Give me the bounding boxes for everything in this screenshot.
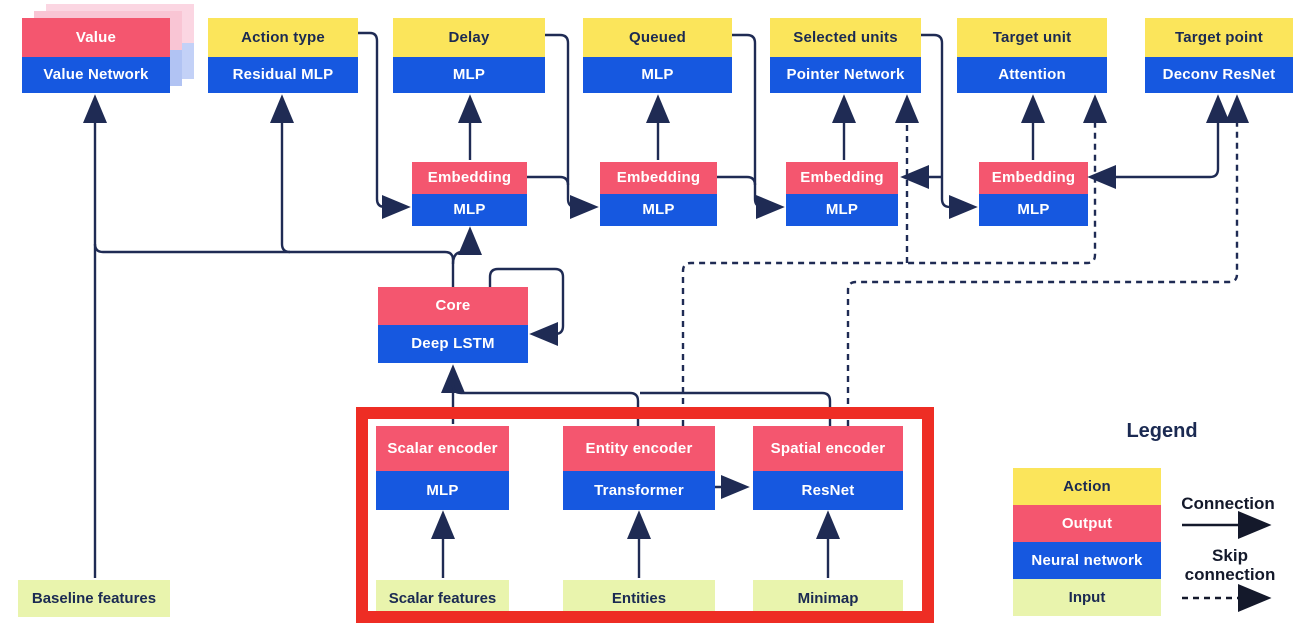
wire-core-output-bus (93, 243, 455, 287)
value-output-label: Value (22, 18, 170, 57)
input-entities: Entities (563, 580, 715, 617)
node-target-point: Target point Deconv ResNet (1145, 18, 1293, 93)
input-minimap: Minimap (753, 580, 903, 617)
queued-network-label: MLP (583, 57, 732, 93)
node-spatial-encoder: Spatial encoder ResNet (753, 426, 903, 510)
embedding-1-label: Embedding (412, 162, 527, 194)
spatial-encoder-network-label: ResNet (753, 471, 903, 510)
entity-encoder-network-label: Transformer (563, 471, 715, 510)
legend-title: Legend (1126, 420, 1198, 442)
node-core: Core Deep LSTM (378, 287, 528, 363)
node-selected-units: Selected units Pointer Network (770, 18, 921, 93)
node-embedding-3: Embedding MLP (786, 162, 898, 226)
node-embedding-1: Embedding MLP (412, 162, 527, 226)
core-label: Core (378, 287, 528, 325)
target-unit-label: Target unit (957, 18, 1107, 57)
spatial-encoder-label: Spatial encoder (753, 426, 903, 471)
embedding-4-label: Embedding (979, 162, 1088, 194)
embedding-3-network-label: MLP (786, 194, 898, 226)
entity-encoder-label: Entity encoder (563, 426, 715, 471)
skip-entity-to-attention (681, 94, 1107, 426)
node-target-unit: Target unit Attention (957, 18, 1107, 93)
node-delay: Delay MLP (393, 18, 545, 93)
action-type-network-label: Residual MLP (208, 57, 358, 93)
value-network-label: Value Network (22, 57, 170, 93)
node-embedding-2: Embedding MLP (600, 162, 717, 226)
delay-label: Delay (393, 18, 545, 57)
legend-action-swatch: Action (1013, 468, 1161, 505)
wire-embedding-2-output-join (717, 175, 757, 186)
core-network-label: Deep LSTM (378, 325, 528, 363)
node-value: Value Value Network (22, 18, 170, 93)
scalar-encoder-network-label: MLP (376, 471, 509, 510)
wire-entity-encoder-bus (451, 384, 640, 426)
scalar-encoder-label: Scalar encoder (376, 426, 509, 471)
skip-connections (681, 94, 1249, 426)
wire-embedding-1-output-join (527, 175, 570, 186)
wire-embedding-4-deconv-resnet (1087, 94, 1230, 189)
queued-label: Queued (583, 18, 732, 57)
embedding-4-network-label: MLP (979, 194, 1088, 226)
skip-spatial-to-deconv-resnet (846, 94, 1249, 426)
target-point-network-label: Deconv ResNet (1145, 57, 1293, 93)
legend-neural-network-swatch: Neural network (1013, 542, 1161, 579)
node-scalar-encoder: Scalar encoder MLP (376, 426, 509, 510)
action-type-label: Action type (208, 18, 358, 57)
target-point-label: Target point (1145, 18, 1293, 57)
target-unit-network-label: Attention (957, 57, 1107, 93)
legend-input-swatch: Input (1013, 579, 1161, 616)
wire-bus-to-residual-mlp (270, 94, 294, 254)
embedding-3-label: Embedding (786, 162, 898, 194)
input-scalar-features: Scalar features (376, 580, 509, 617)
input-baseline-features: Baseline features (18, 580, 170, 617)
legend-skip-connection-label: Skip connection (1184, 546, 1276, 584)
embedding-1-network-label: MLP (412, 194, 527, 226)
node-queued: Queued MLP (583, 18, 732, 93)
wire-spatial-encoder-bus (640, 391, 832, 426)
selected-units-label: Selected units (770, 18, 921, 57)
legend-connection-label: Connection (1181, 494, 1275, 513)
wire-bus-to-embedding-1 (451, 226, 482, 265)
node-action-type: Action type Residual MLP (208, 18, 358, 93)
embedding-2-label: Embedding (600, 162, 717, 194)
node-entity-encoder: Entity encoder Transformer (563, 426, 715, 510)
node-embedding-4: Embedding MLP (979, 162, 1088, 226)
legend-output-swatch: Output (1013, 505, 1161, 542)
selected-units-network-label: Pointer Network (770, 57, 921, 93)
delay-network-label: MLP (393, 57, 545, 93)
embedding-2-network-label: MLP (600, 194, 717, 226)
